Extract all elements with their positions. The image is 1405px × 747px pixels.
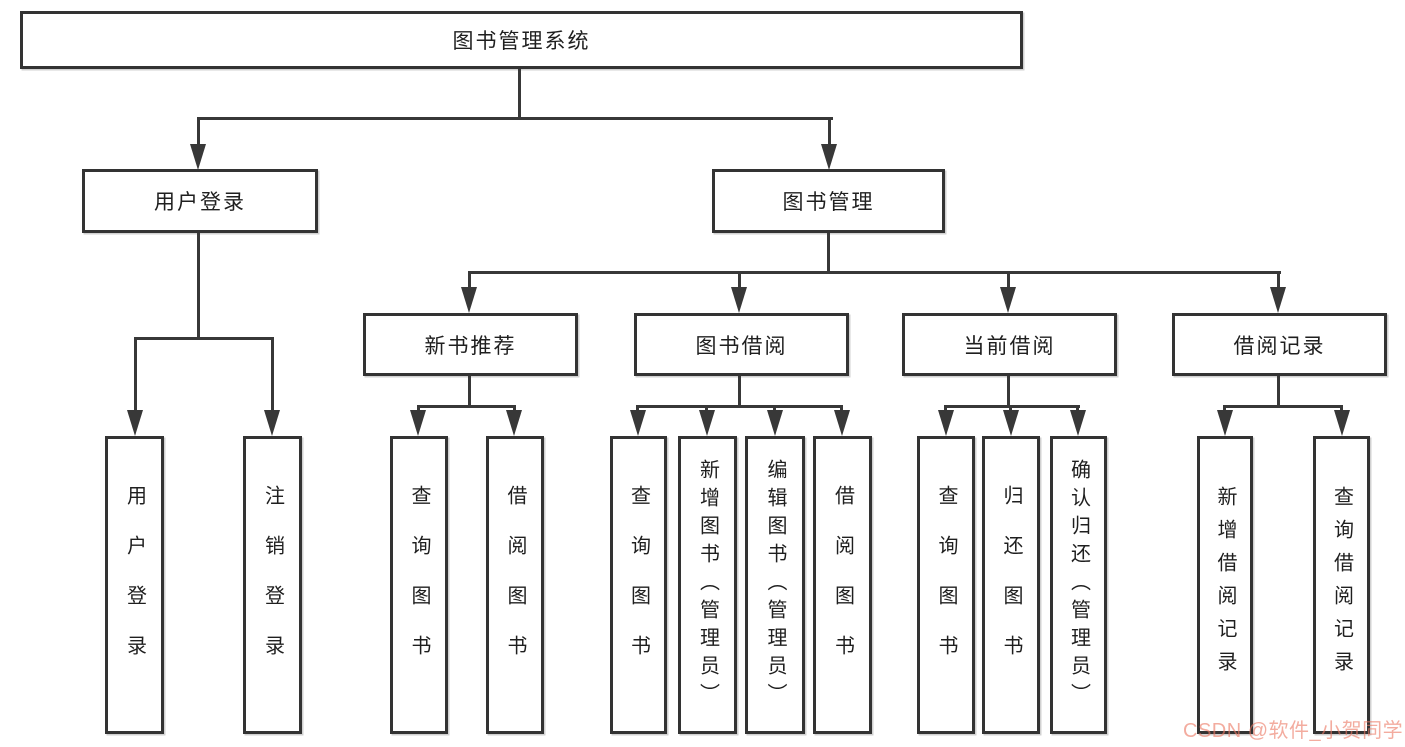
- leaf-add-borrow-record: 新增借阅记录: [1197, 436, 1253, 734]
- arrow-down-icon: [834, 410, 850, 436]
- arrow-down-icon: [1070, 410, 1086, 436]
- node-label: 图书管理系统: [452, 30, 591, 53]
- connector-vline: [828, 119, 831, 146]
- leaf-user-login: 用户登录: [105, 436, 164, 734]
- leaf-label: 新增图书（管理员）: [696, 459, 719, 711]
- arrow-down-icon: [821, 144, 837, 170]
- connector-hline: [468, 271, 1281, 274]
- connector-vline: [468, 273, 471, 289]
- leaf-label: 查询图书: [935, 485, 957, 685]
- node-label: 当前借阅: [963, 334, 1056, 358]
- connector-hline: [197, 117, 833, 120]
- arrow-down-icon: [1003, 410, 1019, 436]
- leaf-label: 借阅图书: [504, 485, 526, 685]
- leaf-label: 借阅图书: [831, 485, 854, 685]
- arrow-down-icon: [127, 410, 143, 436]
- leaf-add-book-admin: 新增图书（管理员）: [678, 436, 737, 734]
- leaf-confirm-return-admin: 确认归还（管理员）: [1050, 436, 1107, 734]
- arrow-down-icon: [699, 410, 715, 436]
- leaf-query-books-3: 查询图书: [917, 436, 975, 734]
- arrow-down-icon: [767, 410, 783, 436]
- leaf-query-borrow-record: 查询借阅记录: [1313, 436, 1370, 734]
- connector-vline: [738, 273, 741, 289]
- connector-hline: [636, 405, 843, 408]
- leaf-label: 新增借阅记录: [1214, 486, 1236, 684]
- arrow-down-icon: [410, 410, 426, 436]
- node-library-system: 图书管理系统: [20, 11, 1023, 69]
- arrow-down-icon: [506, 410, 522, 436]
- arrow-down-icon: [1217, 410, 1233, 436]
- node-borrowing-records: 借阅记录: [1172, 313, 1387, 376]
- leaf-label: 确认归还（管理员）: [1067, 459, 1090, 711]
- arrow-down-icon: [264, 410, 280, 436]
- leaf-borrow-books-2: 借阅图书: [813, 436, 872, 734]
- node-user-login: 用户登录: [82, 169, 318, 233]
- node-label: 借阅记录: [1233, 334, 1326, 358]
- leaf-label: 用户登录: [123, 485, 146, 685]
- leaf-label: 查询图书: [408, 485, 430, 685]
- leaf-label: 编辑图书（管理员）: [764, 459, 786, 711]
- connector-vline: [271, 339, 274, 412]
- leaf-label: 查询图书: [627, 485, 650, 685]
- node-label: 图书管理: [782, 191, 875, 214]
- connector-hline: [417, 405, 516, 408]
- arrow-down-icon: [630, 410, 646, 436]
- leaf-logout: 注销登录: [243, 436, 302, 734]
- arrow-down-icon: [461, 287, 477, 313]
- connector-vline: [827, 233, 830, 273]
- connector-vline: [197, 119, 200, 146]
- connector-vline: [518, 69, 521, 119]
- leaf-label: 注销登录: [261, 485, 284, 685]
- leaf-label: 查询借阅记录: [1330, 486, 1353, 684]
- connector-hline: [944, 405, 1080, 408]
- arrow-down-icon: [1334, 410, 1350, 436]
- node-book-management: 图书管理: [712, 169, 945, 233]
- node-label: 新书推荐: [424, 334, 517, 358]
- node-label: 用户登录: [154, 191, 246, 214]
- leaf-borrow-books-1: 借阅图书: [486, 436, 544, 734]
- node-new-book-recommendation: 新书推荐: [363, 313, 578, 376]
- connector-hline: [1223, 405, 1343, 408]
- connector-vline: [468, 376, 471, 407]
- connector-vline: [1007, 273, 1010, 289]
- leaf-edit-book-admin: 编辑图书（管理员）: [745, 436, 805, 734]
- connector-vline: [1277, 376, 1280, 407]
- arrow-down-icon: [1000, 287, 1016, 313]
- node-current-borrowing: 当前借阅: [902, 313, 1117, 376]
- leaf-query-books-1: 查询图书: [390, 436, 448, 734]
- connector-vline: [134, 339, 137, 412]
- leaf-query-books-2: 查询图书: [610, 436, 667, 734]
- leaf-label: 归还图书: [1000, 485, 1022, 685]
- arrow-down-icon: [731, 287, 747, 313]
- arrow-down-icon: [190, 144, 206, 170]
- connector-hline: [134, 337, 274, 340]
- connector-vline: [197, 233, 200, 339]
- node-book-borrowing: 图书借阅: [634, 313, 849, 376]
- node-label: 图书借阅: [695, 334, 788, 358]
- connector-vline: [1007, 376, 1010, 407]
- arrow-down-icon: [938, 410, 954, 436]
- connector-vline: [738, 376, 741, 407]
- connector-vline: [1277, 273, 1280, 289]
- arrow-down-icon: [1270, 287, 1286, 313]
- csdn-watermark: CSDN @软件_小贺同学: [1183, 720, 1404, 742]
- leaf-return-books: 归还图书: [982, 436, 1040, 734]
